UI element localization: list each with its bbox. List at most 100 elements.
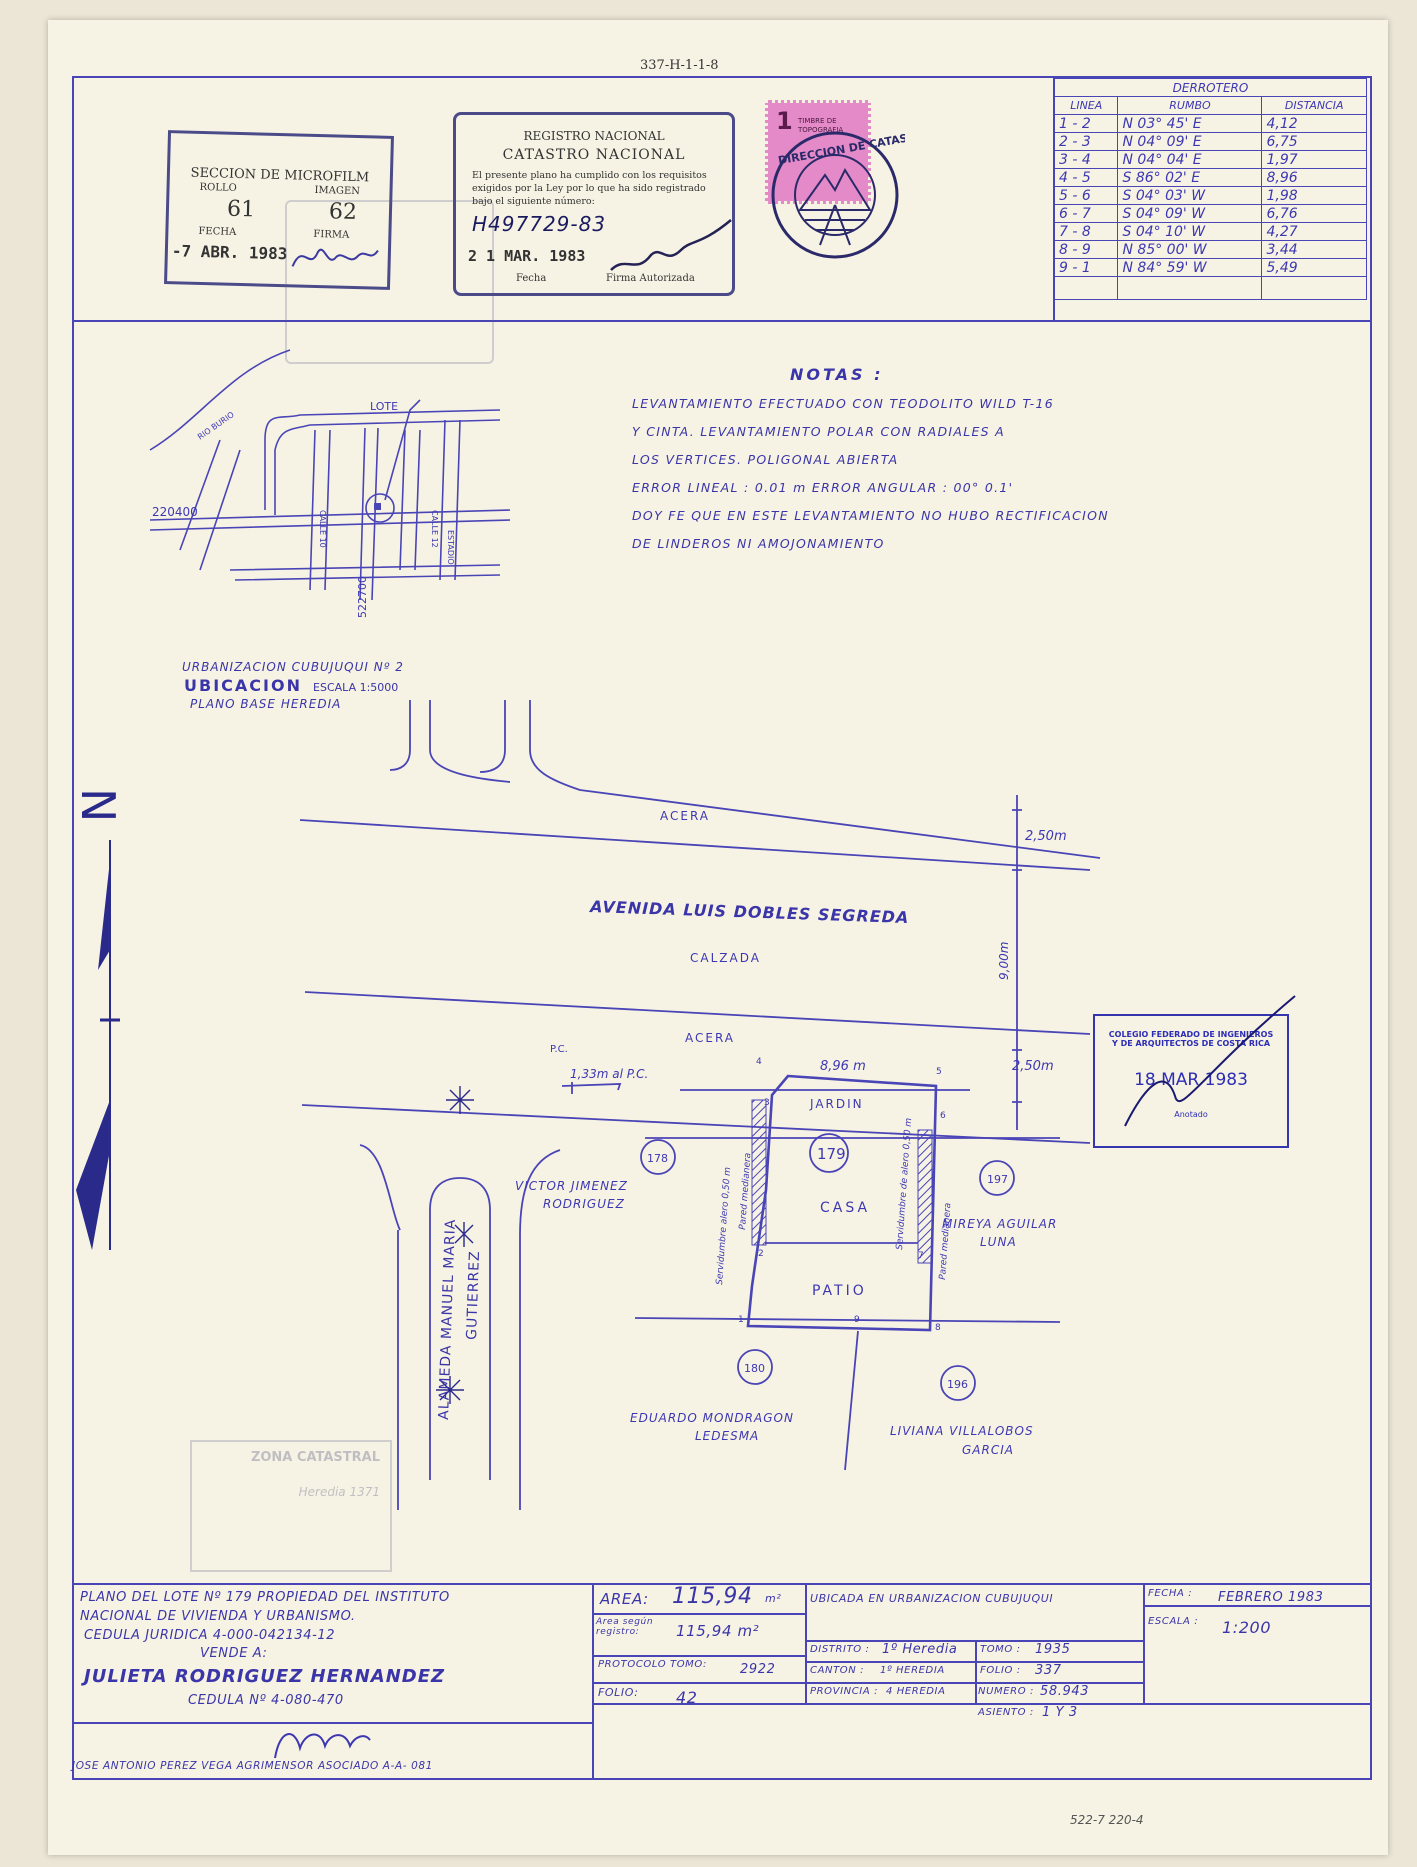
dim-mid: 9,00m xyxy=(997,942,1011,980)
colegio-line2: Y DE ARQUITECTOS DE COSTA RICA xyxy=(1111,1039,1271,1048)
zona-title: ZONA CATASTRAL xyxy=(250,1450,380,1465)
nota-line: DOY FE QUE EN ESTE LEVANTAMIENTO NO HUBO… xyxy=(632,508,1109,523)
nota-line: LOS VERTICES. POLIGONAL ABIERTA xyxy=(632,452,899,467)
nota-line: Y CINTA. LEVANTAMIENTO POLAR CON RADIALE… xyxy=(632,424,1006,439)
desc-line2: NACIONAL DE VIVIENDA Y URBANISMO. xyxy=(80,1609,356,1624)
distancia-cell: 6,76 xyxy=(1261,204,1367,223)
nota-line: LEVANTAMIENTO EFECTUADO CON TEODOLITO WI… xyxy=(632,396,1054,411)
linea-cell: 9 - 1 xyxy=(1053,258,1119,277)
ubicacion-urbanizacion: URBANIZACION CUBUJUQUI Nº 2 xyxy=(182,660,404,674)
area-registro-label: Area según registro: xyxy=(596,1617,654,1637)
calzada-label: CALZADA xyxy=(690,951,761,965)
acera-top: ACERA xyxy=(660,809,710,823)
title-block-sign-line xyxy=(72,1722,592,1724)
patio-label: PATIO xyxy=(812,1283,867,1299)
sheet-number: 337-H-1-1-8 xyxy=(640,58,719,73)
registro-firma-label: Firma Autorizada xyxy=(606,273,695,284)
area-unit: m² xyxy=(765,1592,782,1605)
coord-y: 522700 xyxy=(356,576,369,618)
buyer-name: JULIETA RODRIGUEZ HERNANDEZ xyxy=(84,1666,446,1687)
north-arrow: N xyxy=(71,788,125,1250)
owner-bl-2: LEDESMA xyxy=(695,1429,759,1443)
lote-label: LOTE xyxy=(370,400,398,413)
registro-fecha-label: Fecha xyxy=(516,273,547,284)
fecha-value: FEBRERO 1983 xyxy=(1218,1590,1324,1605)
timbre-label: TIMBRE DE TOPOGRAFIA xyxy=(798,117,844,134)
buyer-cedula: CEDULA Nº 4-080-470 xyxy=(188,1693,344,1708)
servidumbre-left: Servidumbre alero 0,50 m xyxy=(715,1167,733,1286)
asiento-label: ASIENTO : xyxy=(978,1707,1034,1718)
colegio-anotado: Anotado xyxy=(1174,1110,1208,1119)
rumbo-cell: S 04° 10' W xyxy=(1117,222,1263,241)
vertex-2: 2 xyxy=(758,1249,764,1259)
imagen-label: IMAGEN xyxy=(314,184,361,198)
pc-label: P.C. xyxy=(550,1044,568,1055)
rumbo-cell: N 04° 04' E xyxy=(1117,150,1263,169)
protocolo-value: 2922 xyxy=(740,1662,776,1677)
location-map: LOTE 220400 522700 RIO BURIO CALLE 10 CA… xyxy=(149,349,511,618)
colegio-date: 18 MAR 1983 xyxy=(1134,1070,1248,1090)
linea-cell: 3 - 4 xyxy=(1053,150,1119,169)
registro-date: 2 1 MAR. 1983 xyxy=(468,247,586,265)
lot-number-right: 197 xyxy=(987,1173,1008,1186)
fecha-label: FECHA xyxy=(198,225,237,238)
derrotero-header-linea: LINEA xyxy=(1053,96,1119,115)
avenida-label: AVENIDA LUIS DOBLES SEGREDA xyxy=(588,897,910,927)
rumbo-cell: N 03° 45' E xyxy=(1117,114,1263,133)
colegio-line1: COLEGIO FEDERADO DE INGENIEROS xyxy=(1108,1030,1274,1039)
distancia-cell: 5,49 xyxy=(1261,258,1367,277)
lote-marker xyxy=(374,503,381,510)
rio-label: RIO BURIO xyxy=(196,410,236,442)
folio2-value: 337 xyxy=(1035,1663,1062,1678)
vertex-8: 8 xyxy=(935,1323,941,1333)
owner-right-2: LUNA xyxy=(980,1235,1017,1249)
distrito-label: DISTRITO : xyxy=(810,1644,870,1655)
pared-right: Pared medianera xyxy=(938,1202,953,1280)
site-plan: ACERA 2,50m AVENIDA LUIS DOBLES SEGREDA … xyxy=(299,700,1101,1510)
nota-line: DE LINDEROS NI AMOJONAMIENTO xyxy=(632,536,885,551)
protocolo-label: PROTOCOLO TOMO: xyxy=(598,1659,708,1670)
nota-line: ERROR LINEAL : 0.01 m ERROR ANGULAR : 00… xyxy=(632,480,1014,495)
pared-left: Pared medianera xyxy=(738,1152,753,1230)
title-block-top xyxy=(72,1583,1370,1585)
coord-x: 220400 xyxy=(152,505,198,519)
folio-label: FOLIO: xyxy=(598,1686,639,1699)
pc-distance: 1,33m al P.C. xyxy=(570,1067,648,1081)
vertex-1: 1 xyxy=(738,1315,744,1325)
title-block-v2 xyxy=(805,1583,807,1703)
linea-cell: 8 - 9 xyxy=(1053,240,1119,259)
linea-cell: 2 - 3 xyxy=(1053,132,1119,151)
dim-bottom: 2,50m xyxy=(1012,1059,1054,1074)
dim-top: 2,50m xyxy=(1025,829,1067,844)
linea-cell: 4 - 5 xyxy=(1053,168,1119,187)
folio2-label: FOLIO : xyxy=(980,1665,1021,1676)
rumbo-cell: N 04° 09' E xyxy=(1117,132,1263,151)
linea-cell: 7 - 8 xyxy=(1053,222,1119,241)
numero-value: 58.943 xyxy=(1040,1684,1090,1699)
area-value: 115,94 xyxy=(672,1584,753,1609)
lot-number-bl: 180 xyxy=(744,1362,765,1375)
tomo-label: TOMO : xyxy=(980,1644,1021,1655)
zona-line: Heredia 1371 xyxy=(298,1485,380,1499)
catastro-seal: DIRECCION DE CATASTRO xyxy=(771,127,905,259)
area-registro-value: 115,94 m² xyxy=(676,1622,760,1640)
vertex-5: 5 xyxy=(936,1067,942,1077)
surveyor-signature xyxy=(274,1733,371,1759)
registro-line1: REGISTRO NACIONAL xyxy=(523,129,665,143)
ubicacion-escala: ESCALA 1:5000 xyxy=(313,681,399,694)
lot-number-left: 178 xyxy=(647,1152,668,1165)
distancia-cell: 4,12 xyxy=(1261,114,1367,133)
linea-cell: 5 - 6 xyxy=(1053,186,1119,205)
escala-value: 1:200 xyxy=(1222,1618,1272,1637)
title-block-h1 xyxy=(592,1613,805,1615)
title-block-v1 xyxy=(592,1583,594,1778)
title-block-h8 xyxy=(1143,1605,1370,1607)
north-letter: N xyxy=(71,788,125,822)
vertex-3: 3 xyxy=(764,1098,770,1108)
escala-label: ESCALA : xyxy=(1148,1616,1199,1627)
